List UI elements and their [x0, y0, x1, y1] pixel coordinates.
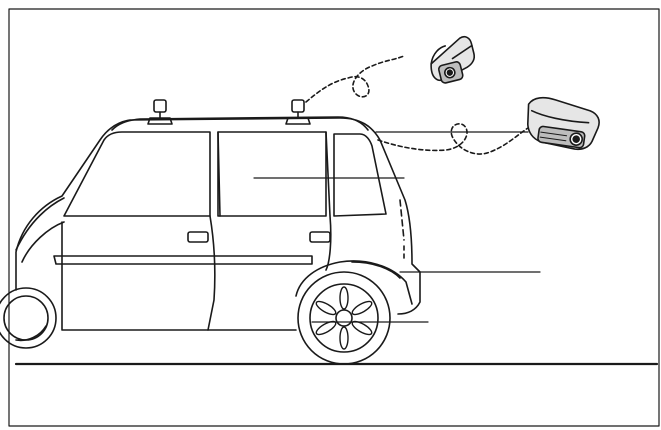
door-seams: [208, 132, 331, 330]
window-middle: [218, 132, 326, 216]
door-handle-rear: [310, 232, 330, 242]
door-handle-front: [188, 232, 208, 242]
camera-lower: [523, 96, 601, 152]
motion-path-upper: [306, 56, 404, 102]
window-rear: [334, 134, 386, 216]
motion-path-lower: [378, 124, 528, 154]
camera-upper: [425, 35, 479, 85]
car-windows: [64, 132, 386, 216]
motion-paths: [306, 56, 528, 154]
roof-mount-right: [286, 100, 310, 124]
wheel-rear: [298, 272, 390, 364]
window-front: [64, 132, 210, 216]
